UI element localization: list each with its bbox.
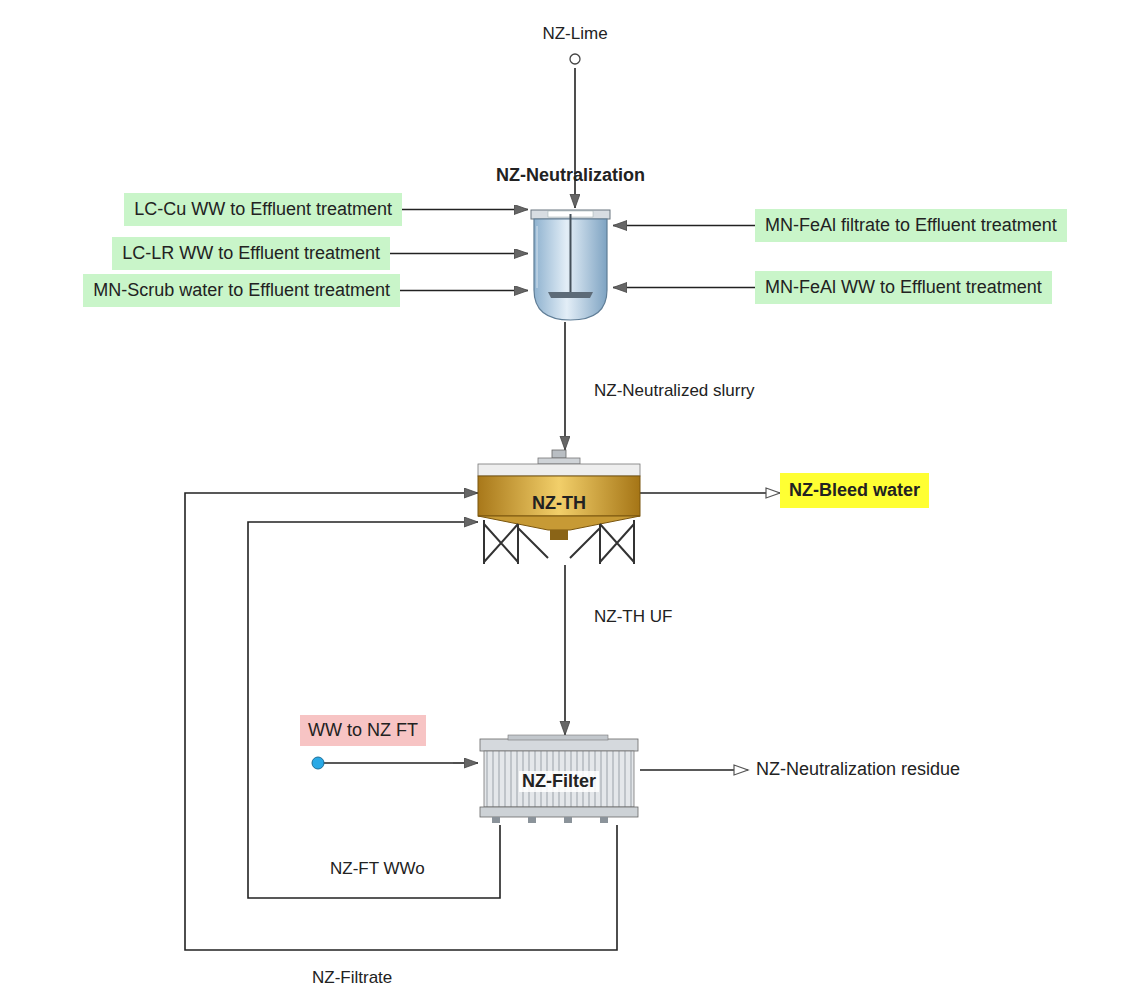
flow-line (640, 492, 780, 494)
flow-line (574, 68, 576, 208)
stream-box: LC-LR WW to Effluent treatment (112, 237, 390, 270)
flow-line (613, 287, 755, 289)
thickener: NZ-TH (478, 450, 640, 565)
stream-name: NZ-Neutralization residue (756, 759, 960, 779)
source-point: NZ-Lime (566, 50, 584, 68)
equipment-name: NZ-TH (532, 493, 586, 514)
stream-label: NZ-TH UF (592, 607, 674, 627)
flow-line (564, 322, 566, 450)
filter-press: NZ-Filter (478, 735, 640, 825)
flow-line (564, 565, 566, 735)
product-box: NZ-Bleed water (780, 473, 929, 508)
equipment-name: NZ-Filter (519, 771, 599, 792)
stream-name: MN-FeAl filtrate to Effluent treatment (765, 215, 1057, 235)
product-terminal: NZ-Neutralization residue (748, 759, 960, 780)
water-input: WW to NZ FT (300, 715, 453, 770)
stream-name: LC-Cu WW to Effluent treatment (134, 199, 392, 219)
stream-box: MN-Scrub water to Effluent treatment (83, 274, 400, 307)
flow-line (640, 769, 748, 771)
stream-name: MN-Scrub water to Effluent treatment (93, 280, 390, 300)
flow-line (400, 290, 528, 292)
equipment-illustration (566, 50, 584, 68)
stream-box: MN-FeAl WW to Effluent treatment (755, 271, 1052, 304)
stream-name: NZ-Bleed water (789, 480, 920, 500)
equipment-name: NZ-Lime (542, 24, 607, 44)
flow-line (248, 522, 500, 898)
stream-name: MN-FeAl WW to Effluent treatment (765, 277, 1042, 297)
agitated-tank: NZ-Neutralization (528, 208, 613, 322)
equipment-illustration (528, 208, 613, 322)
stream-label: NZ-FT WWo (328, 859, 427, 879)
flow-line (453, 762, 478, 764)
flow-line (402, 209, 528, 211)
stream-box: MN-FeAl filtrate to Effluent treatment (755, 209, 1067, 242)
stream-label: NZ-Filtrate (310, 968, 394, 988)
equipment-name: NZ-Neutralization (496, 165, 645, 186)
stream-box: LC-Cu WW to Effluent treatment (124, 193, 402, 226)
stream-label: NZ-Neutralized slurry (592, 381, 757, 401)
flow-line (613, 225, 755, 227)
flow-line (390, 253, 528, 255)
stream-name: WW to NZ FT (300, 715, 426, 746)
stream-name: LC-LR WW to Effluent treatment (122, 243, 380, 263)
flow-line (185, 493, 617, 950)
